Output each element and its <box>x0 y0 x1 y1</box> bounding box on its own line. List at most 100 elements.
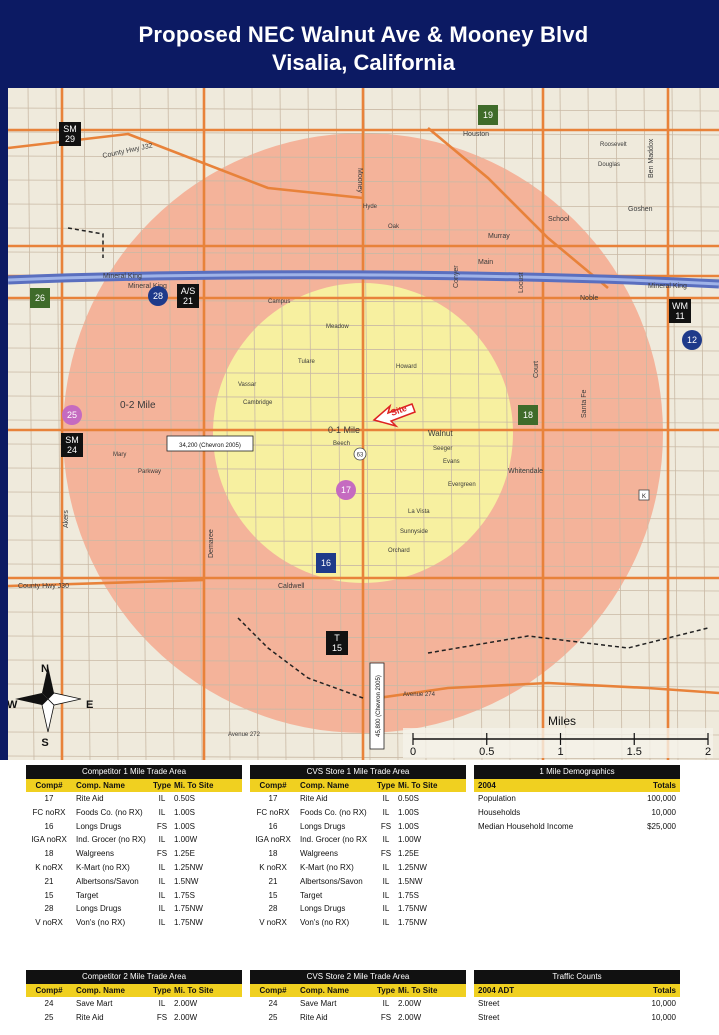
competitor-marker[interactable]: 28 <box>148 286 168 306</box>
table-cell: IGA noRX <box>31 835 67 845</box>
street-label: School <box>548 216 570 223</box>
street-label: Caldwell <box>278 583 305 590</box>
title-line-2: Visalia, California <box>271 50 455 75</box>
competitor-marker[interactable]: 18 <box>518 405 538 425</box>
column-header: Mi. To Site <box>398 781 438 790</box>
street-label: Campus <box>268 299 290 305</box>
table-cell: 100,000 <box>647 794 676 803</box>
table-cell: 2.00W <box>174 1012 198 1022</box>
table-cell: 10,000 <box>651 807 676 817</box>
table-header: CVS Store 2 Mile Trade Area <box>250 970 466 984</box>
table-cell: FS <box>156 821 168 831</box>
table-cell: 1.75S <box>398 890 419 900</box>
street-label: County Hwy J30 <box>18 583 69 590</box>
competitor-marker[interactable]: A/S21 <box>177 284 199 308</box>
street-label: Seeger <box>433 446 452 452</box>
table-cell: IL <box>158 999 166 1008</box>
column-header: Comp# <box>259 986 287 995</box>
site-marker[interactable]: Site <box>372 403 416 428</box>
table-cell: IL <box>382 794 390 803</box>
street-label: Sunnyside <box>400 529 429 535</box>
scale-tick-label: 1 <box>557 746 563 758</box>
table-cell: Rite Aid <box>76 1012 104 1022</box>
minor-street <box>223 88 231 760</box>
table-cell: IL <box>158 890 166 900</box>
compass-w: W <box>8 699 18 711</box>
street-label: Roosevelt <box>600 142 627 148</box>
marker-badge <box>177 284 199 308</box>
table-cell: Target <box>76 890 99 900</box>
table-cell: IL <box>382 890 390 900</box>
table-cell: 1.00W <box>398 835 422 845</box>
traffic-count-walnut: 34,200 (Chevron 2005) <box>166 435 254 452</box>
table-cell: 16 <box>268 821 278 831</box>
competitor-marker[interactable]: T15 <box>326 631 348 655</box>
minor-street <box>251 88 259 760</box>
competitor-marker[interactable]: 17 <box>336 480 356 500</box>
table-cell: IL <box>382 835 390 845</box>
table-cell: Households <box>478 807 521 817</box>
competitor-marker[interactable]: 25 <box>62 405 82 425</box>
competitor-marker[interactable]: 19 <box>478 105 498 125</box>
marker-badge <box>326 631 348 655</box>
competitor-marker[interactable]: 16 <box>316 553 336 573</box>
table-cell: Rite Aid <box>76 794 104 803</box>
competitor-marker[interactable]: 12 <box>682 330 702 350</box>
street-label: Walnut <box>428 429 453 438</box>
traffic-count-mooney: 45,800 (Chevron 2005) <box>369 662 385 750</box>
table-cell: 1.25NW <box>398 862 427 872</box>
minor-street <box>671 88 679 760</box>
street-label: Orchard <box>388 548 410 554</box>
table-cell: IL <box>382 999 390 1008</box>
table-cell: Albertsons/Savon <box>300 876 363 886</box>
table-cell: IL <box>382 876 390 886</box>
table-cell: Von's (no RX) <box>300 918 350 928</box>
column-header: Comp. Name <box>300 781 349 790</box>
column-header: Comp# <box>259 781 287 790</box>
table-cell: 18 <box>268 849 278 859</box>
title-line-1: Proposed NEC Walnut Ave & Mooney Blvd <box>138 22 589 47</box>
table-header: Competitor 1 Mile Trade Area <box>26 765 242 779</box>
table-header: Traffic Counts <box>474 970 680 984</box>
marker-badge <box>59 122 81 146</box>
table-cell: 28 <box>268 904 278 914</box>
scale-tick-label: 2 <box>705 746 711 758</box>
marker-text: 19 <box>483 110 493 120</box>
table-cell: FS <box>380 821 392 831</box>
competitor-marker[interactable]: 26 <box>30 288 50 308</box>
competitor-marker[interactable]: K <box>638 489 650 501</box>
minor-street <box>279 88 287 760</box>
street-label: Court <box>533 361 540 378</box>
major-roads <box>8 88 719 760</box>
street-label: Noble <box>580 295 598 302</box>
table-cell: Save Mart <box>76 999 113 1008</box>
street-label: Mary <box>113 452 126 458</box>
street-label: Avenue 274 <box>403 692 436 698</box>
table-header: 1 Mile Demographics <box>474 765 680 779</box>
marker-badge <box>518 405 538 425</box>
table-cell: 2.00W <box>398 999 422 1008</box>
city-limits <box>67 227 709 699</box>
table-cell: 2.00W <box>398 1012 422 1022</box>
table-cell: Target <box>300 890 323 900</box>
table-cell: IGA noRX <box>255 835 291 845</box>
minor-street <box>615 88 623 760</box>
table-cell: 17 <box>44 794 54 803</box>
column-header: Comp. Name <box>76 781 125 790</box>
table-cell: IL <box>158 876 166 886</box>
street-label: Ben Maddox <box>648 138 655 178</box>
table-cell: 15 <box>44 890 54 900</box>
route-shield-number: 63 <box>357 453 364 459</box>
table-cell: 1.75NW <box>174 904 203 914</box>
